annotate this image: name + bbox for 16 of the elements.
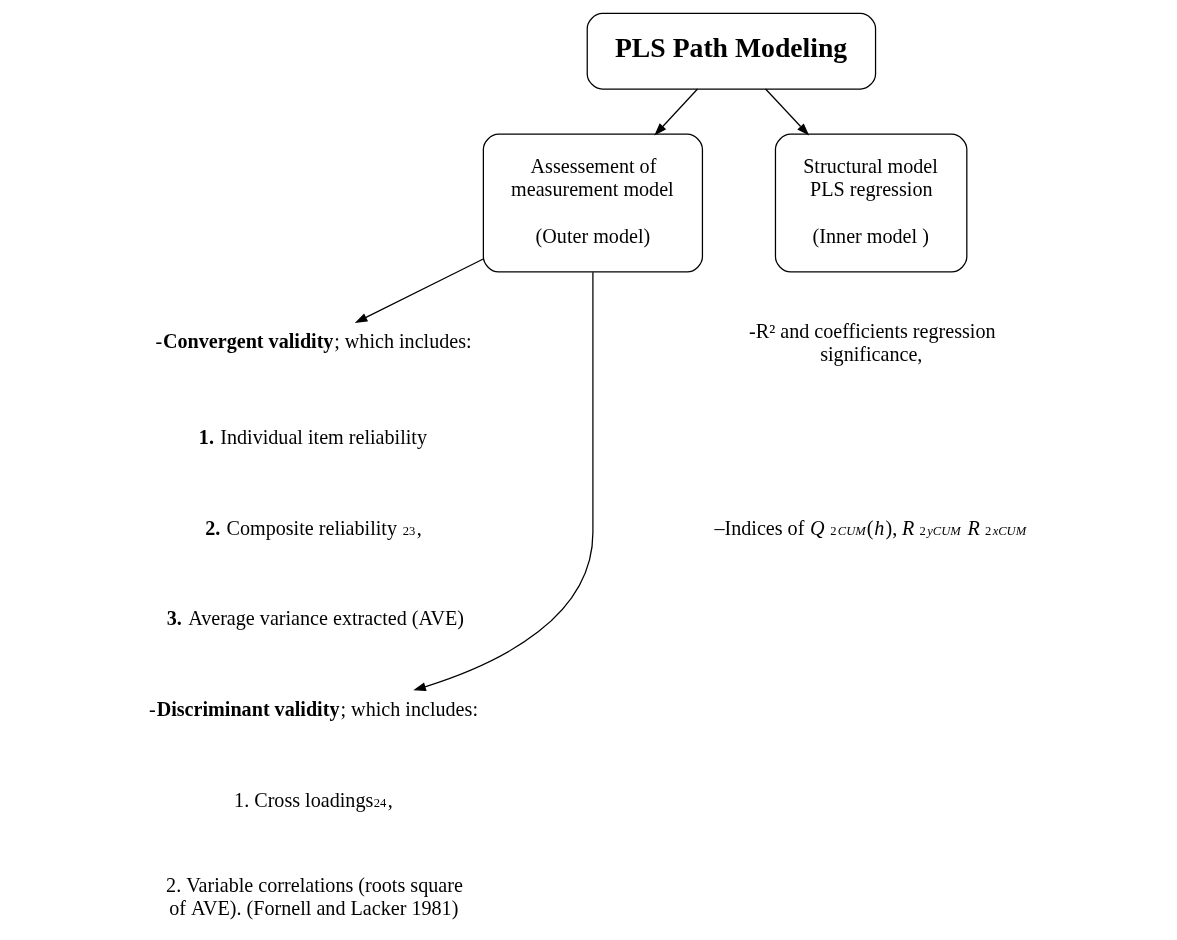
label: –Indices of Q 2CUM(h), R 2yCUM R 2xCUM bbox=[714, 516, 1027, 539]
label: -R² and coefficients regression significance, bbox=[749, 320, 996, 365]
arrow bbox=[764, 88, 810, 136]
node-box: PLS Path Modeling bbox=[586, 12, 877, 90]
label: 3. Average variance extracted (AVE) bbox=[166, 607, 464, 630]
arrow bbox=[654, 88, 699, 136]
label: 1. Cross loadings24, bbox=[234, 788, 393, 811]
label: 1. Individual item reliability bbox=[198, 426, 428, 449]
arrow bbox=[413, 271, 594, 691]
node-text: -Discriminant validity; which includes: bbox=[149, 698, 478, 721]
arrow bbox=[354, 258, 484, 323]
node-box: Assessement of measurement model (Outer model) bbox=[482, 133, 704, 273]
node-box: Structural model PLS regression (Inner model ) bbox=[774, 133, 968, 273]
label: 2. Variable correlations (roots square of AVE). (Fornell and Lacker 1981) bbox=[166, 874, 463, 919]
node-text: -Convergent validity; which includes: bbox=[155, 330, 472, 353]
label: 2. Composite reliability 23, bbox=[205, 516, 422, 539]
